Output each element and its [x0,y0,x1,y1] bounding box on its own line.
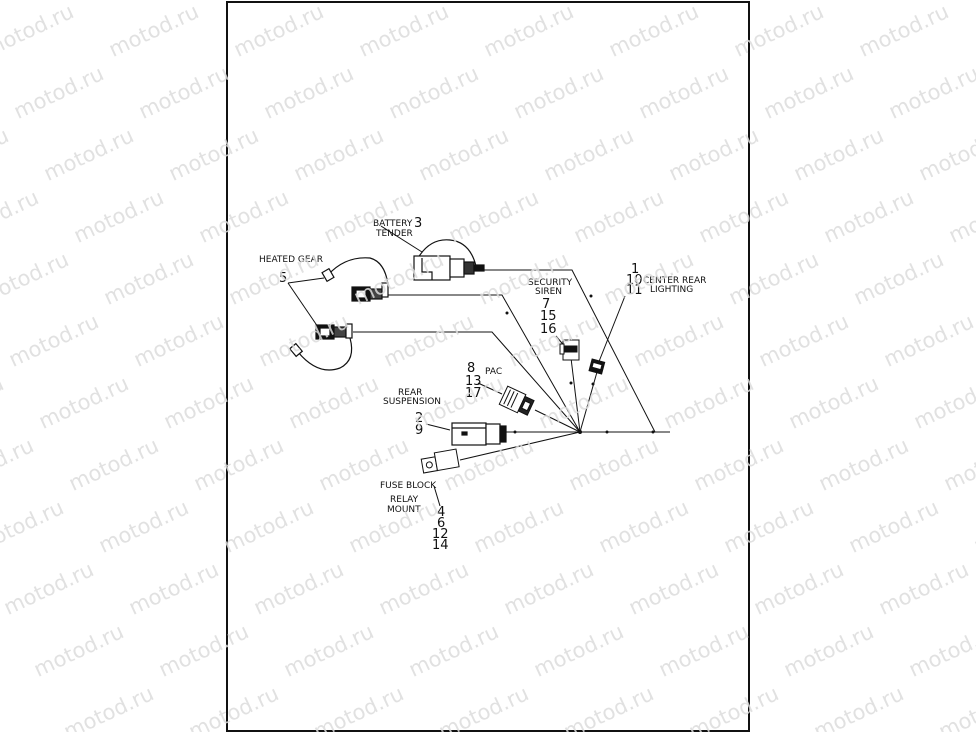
rear-suspension-number-2: 9 [415,423,423,438]
harness-wires [287,225,670,507]
battery-tender-connector [413,239,485,281]
center-rear-label-1: CENTER REAR [643,276,706,286]
fuse-block-number-2: 6 [437,516,445,531]
fuse-block-label-2: RELAY [390,495,419,505]
battery-tender-number: 3 [414,216,422,231]
callout-labels: BATTERY 3 TENDER HEATED GEAR 5 SECURITY … [259,216,706,553]
battery-tender-label-2: TENDER [375,229,413,239]
pac-label: PAC [485,367,502,377]
security-siren-number-3: 16 [540,322,557,337]
security-siren-connector [559,339,580,361]
center-rear-lighting-connector [588,358,606,375]
pac-number-3: 17 [465,386,482,401]
battery-tender-label-1: BATTERY [373,219,413,229]
security-siren-label-2: SIREN [535,287,562,297]
pac-number-1: 8 [467,361,475,376]
security-siren-label-1: SECURITY [528,278,573,288]
fuse-block-number-3: 12 [432,527,449,542]
heated-gear-number: 5 [279,271,287,286]
drawing-page-border [226,1,750,732]
heated-gear-lower-connector [288,323,353,371]
fuse-block-label-3: MOUNT [387,505,421,515]
security-siren-number-2: 15 [540,309,557,324]
rear-suspension-number-1: 2 [415,411,423,426]
pac-connector [498,385,535,416]
center-rear-number-2: 10 [626,273,643,288]
fuse-block-label-1: FUSE BLOCK [380,481,437,491]
center-rear-number-1: 1 [631,262,639,277]
rear-suspension-label-2: SUSPENSION [383,397,441,407]
rear-suspension-label-1: REAR [398,388,422,398]
security-siren-number-1: 7 [542,297,550,312]
fuse-block-number-1: 4 [437,505,445,520]
pac-number-2: 13 [465,374,482,389]
heated-gear-label: HEATED GEAR [259,255,323,265]
center-rear-number-3: 11 [626,283,643,298]
center-rear-label-2: LIGHTING [650,285,693,295]
heated-gear-upper-connector [321,257,389,302]
fuse-block-number-4: 14 [432,538,449,553]
wire-arrows [505,294,655,434]
rear-suspension-connector [451,422,507,446]
fuse-block-relay-mount [420,448,460,474]
